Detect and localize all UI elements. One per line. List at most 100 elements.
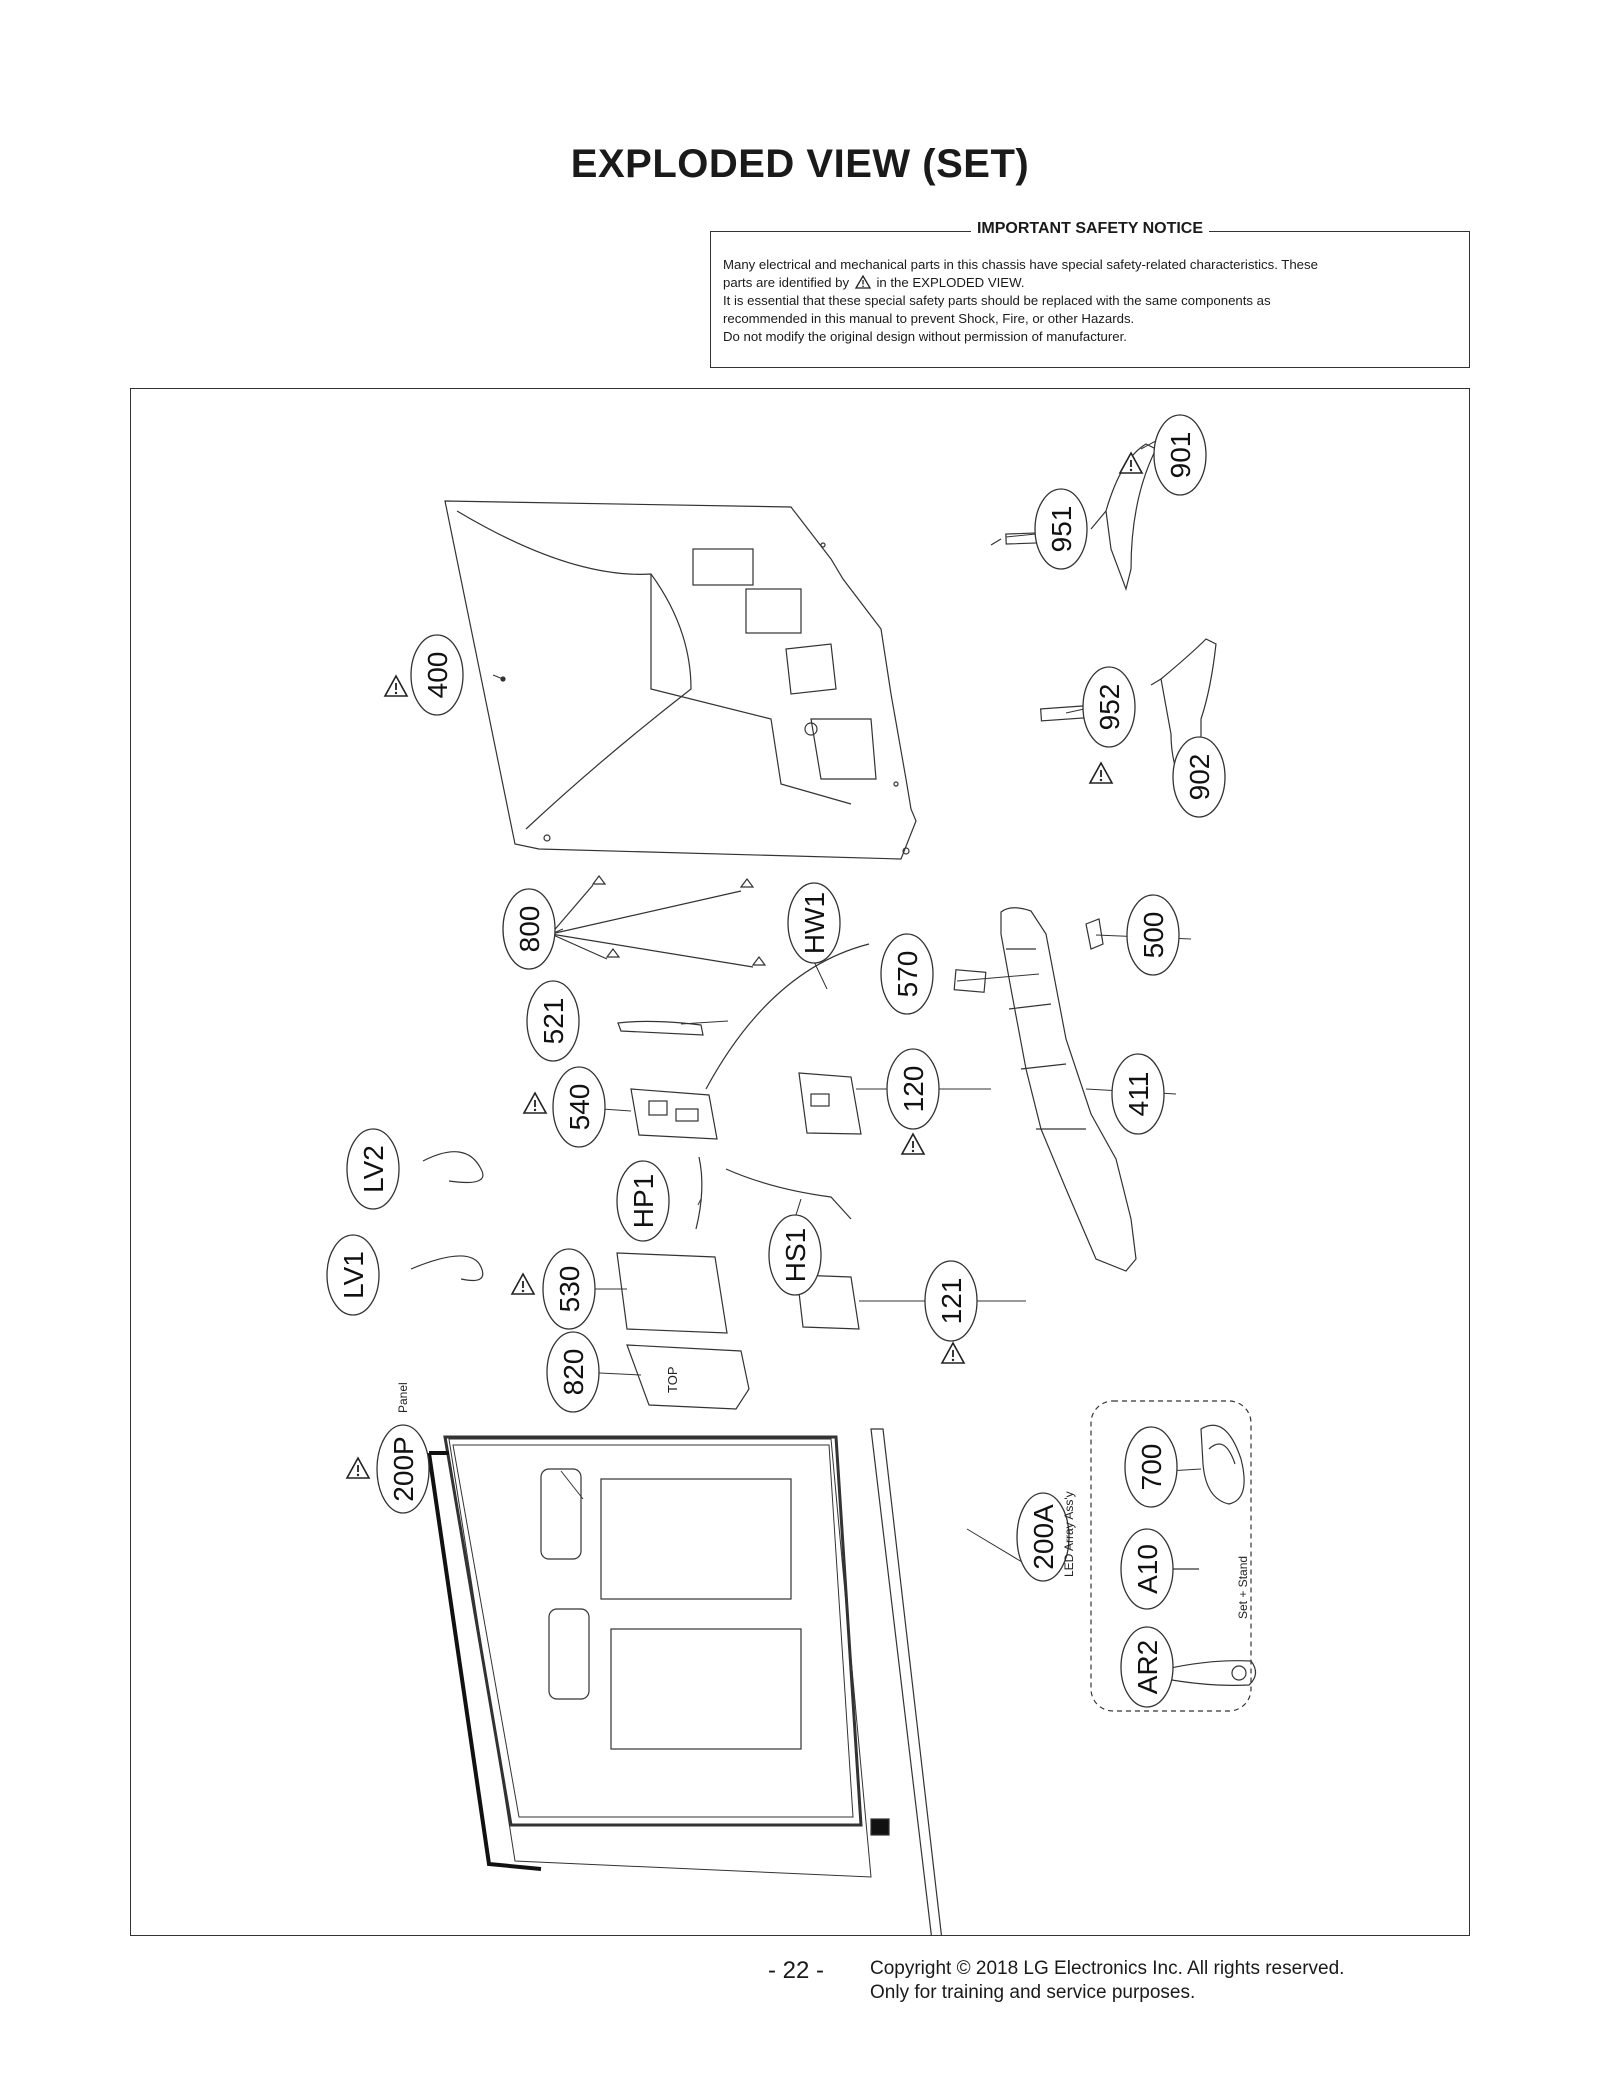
svg-text:LV2: LV2 [358, 1145, 389, 1193]
wire-hs1-drawing [725, 1168, 852, 1220]
warning-triangle-icon [901, 1133, 925, 1155]
svg-text:AR2: AR2 [1132, 1640, 1163, 1694]
callout-a10: A10 [1120, 1528, 1174, 1610]
main-board-540-drawing [630, 1088, 718, 1140]
callout-121: 121 [924, 1260, 978, 1342]
callout-700: 700 [1124, 1426, 1178, 1508]
svg-text:570: 570 [892, 951, 923, 998]
callout-lv2: LV2 [346, 1128, 400, 1210]
svg-text:800: 800 [514, 906, 545, 953]
warning-triangle-icon [1089, 762, 1113, 784]
callout-500: 500 [1126, 894, 1180, 976]
led-array-200a-drawing [870, 1428, 942, 1935]
safety-notice-body: Many electrical and mechanical parts in … [723, 256, 1457, 346]
warning-triangle-icon [523, 1092, 547, 1114]
callout-411: 411 [1111, 1053, 1165, 1135]
warning-triangle-icon [346, 1457, 370, 1479]
back-cover-drawing [444, 500, 917, 860]
svg-text:540: 540 [564, 1084, 595, 1131]
callout-540: 540 [552, 1066, 606, 1148]
svg-text:820: 820 [558, 1349, 589, 1396]
exploded-view-drawing: 901 951 400 952 902 800 HW1 570 500 521 … [326, 414, 1257, 1935]
page-title: EXPLODED VIEW (SET) [570, 142, 1030, 186]
panel-200p-drawing [427, 1435, 890, 1878]
panel-label: Panel [396, 1382, 410, 1413]
notice-line-5: Do not modify the original design withou… [723, 329, 1127, 344]
callout-hs1: HS1 [768, 1214, 822, 1296]
svg-text:500: 500 [1138, 912, 1169, 959]
svg-text:411: 411 [1123, 1072, 1154, 1117]
svg-text:A10: A10 [1132, 1544, 1163, 1594]
accessory-box [1090, 1400, 1252, 1712]
wire-hp1-drawing [695, 1156, 703, 1230]
svg-text:901: 901 [1165, 432, 1196, 479]
callout-hp1: HP1 [616, 1160, 670, 1242]
callout-lv1: LV1 [326, 1234, 380, 1316]
safety-notice-box: IMPORTANT SAFETY NOTICE Many electrical … [710, 220, 1470, 368]
svg-text:HP1: HP1 [628, 1174, 659, 1228]
callout-200a: 200A [1016, 1492, 1070, 1582]
svg-text:200P: 200P [388, 1436, 419, 1501]
power-board-120-drawing [798, 1072, 862, 1135]
purpose-line: Only for training and service purposes. [870, 1982, 1196, 2003]
cable-lv1-drawing [410, 1255, 484, 1282]
led-array-label: LED Array Ass'y [1062, 1491, 1076, 1577]
footer-copyright-block: Copyright © 2018 LG Electronics Inc. All… [870, 1957, 1344, 2005]
callout-800: 800 [502, 888, 556, 970]
svg-text:400: 400 [422, 652, 453, 699]
svg-text:951: 951 [1046, 506, 1077, 553]
svg-text:120: 120 [898, 1066, 929, 1113]
svg-text:700: 700 [1136, 1444, 1167, 1491]
part-521-drawing [617, 1020, 704, 1036]
callout-820: 820 [546, 1331, 600, 1413]
part-500-drawing [1085, 918, 1104, 950]
top-mark-label: TOP [665, 1367, 680, 1394]
notice-line-2: parts are identified by in the EXPLODED … [723, 275, 1025, 290]
callout-hw1: HW1 [787, 882, 841, 964]
remote-ar2-drawing [1165, 1660, 1257, 1686]
svg-text:121: 121 [936, 1278, 967, 1325]
callout-400: 400 [410, 634, 464, 716]
page-number: - 22 - [768, 1957, 825, 1984]
callout-521: 521 [526, 980, 580, 1062]
power-cord-700-drawing [1200, 1424, 1245, 1505]
screw-a10-drawing [1170, 1565, 1199, 1573]
callout-120: 120 [886, 1048, 940, 1130]
callout-902: 902 [1172, 736, 1226, 818]
callout-901: 901 [1153, 414, 1207, 496]
notice-line-1: Many electrical and mechanical parts in … [723, 257, 1318, 272]
warning-triangle-icon [384, 675, 408, 697]
safety-notice-title: IMPORTANT SAFETY NOTICE [970, 220, 1210, 237]
board-530-drawing [616, 1252, 728, 1334]
callout-570: 570 [880, 933, 934, 1015]
svg-text:LV1: LV1 [338, 1251, 369, 1299]
cable-lv2-drawing [422, 1151, 484, 1184]
notice-line-3: It is essential that these special safet… [723, 293, 1271, 308]
svg-text:HS1: HS1 [780, 1228, 811, 1282]
svg-text:902: 902 [1184, 754, 1215, 801]
part-570-drawing [953, 969, 987, 993]
screws-800-drawing [550, 875, 767, 968]
set-stand-label: Set + Stand [1236, 1556, 1250, 1619]
rail-bracket-411-drawing [1000, 907, 1137, 1272]
svg-text:200A: 200A [1028, 1504, 1059, 1570]
callout-200p: 200P [376, 1424, 430, 1514]
callout-ar2: AR2 [1120, 1626, 1174, 1708]
warning-triangle-icon [941, 1342, 965, 1364]
warning-triangle-icon [1119, 452, 1143, 474]
warning-triangle-icon [511, 1273, 535, 1295]
stand-901-drawing [1090, 443, 1157, 592]
warning-triangle-icon [854, 275, 871, 289]
svg-text:521: 521 [538, 998, 569, 1045]
svg-text:530: 530 [554, 1266, 585, 1313]
sheet-820-drawing [626, 1344, 750, 1410]
svg-text:HW1: HW1 [799, 892, 830, 954]
exploded-view-frame: 901 951 400 952 902 800 HW1 570 500 521 … [130, 388, 1470, 1936]
svg-text:952: 952 [1094, 684, 1125, 731]
copyright-line: Copyright © 2018 LG Electronics Inc. All… [870, 1958, 1345, 1979]
notice-line-4: recommended in this manual to prevent Sh… [723, 311, 1135, 326]
callout-951: 951 [1034, 488, 1088, 570]
callout-530: 530 [542, 1248, 596, 1330]
wire-hw1-drawing [705, 943, 870, 1090]
part-121-drawing [796, 1274, 860, 1330]
